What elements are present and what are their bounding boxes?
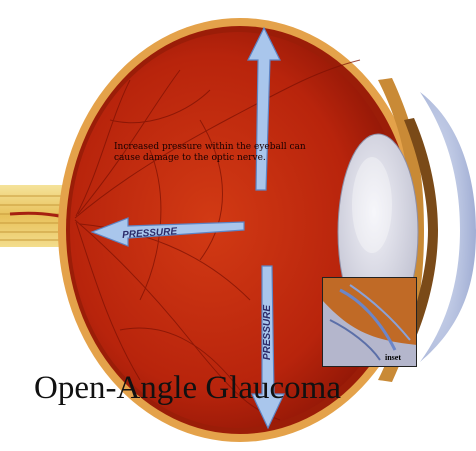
description-text: Increased pressure within the eyeball ca…: [114, 142, 334, 164]
inset-frame: [322, 277, 417, 367]
inset-label: inset: [385, 353, 401, 362]
lens-highlight: [352, 157, 392, 253]
diagram-title: Open-Angle Glaucoma: [34, 370, 341, 407]
pressure-label-down: PRESSURE: [262, 305, 273, 360]
